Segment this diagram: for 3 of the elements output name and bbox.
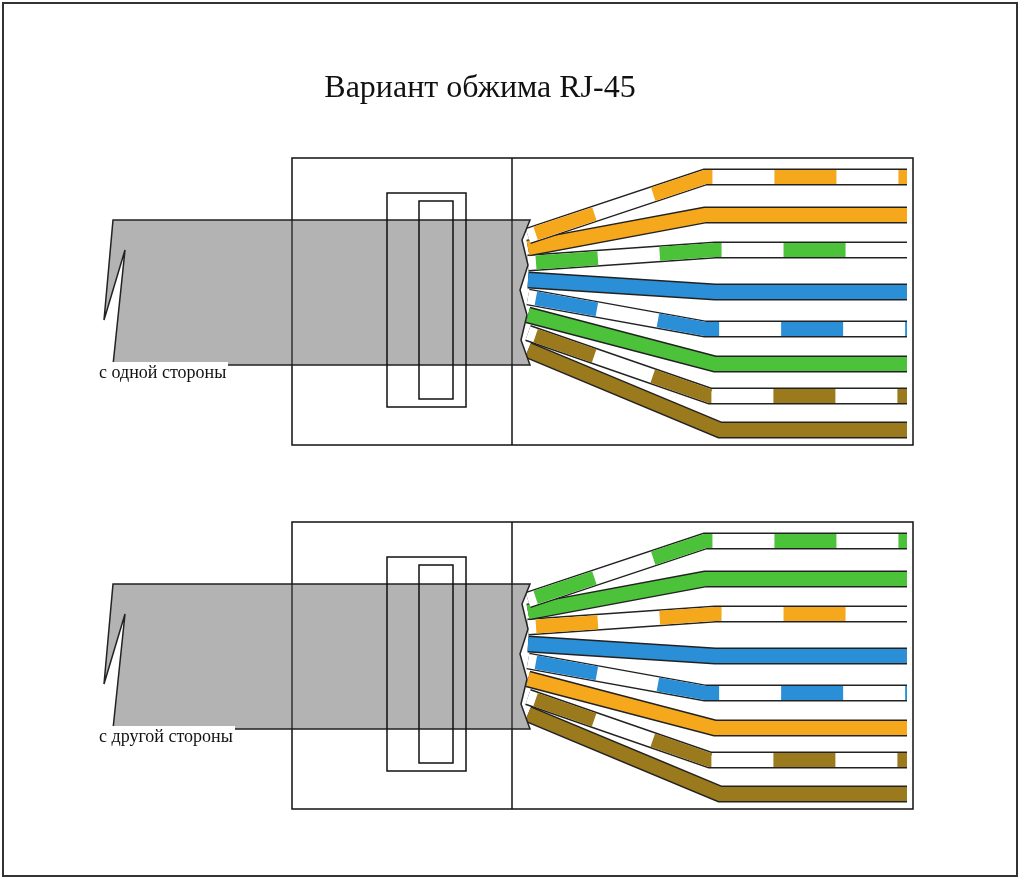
diagram-title: Вариант обжима RJ-45 [323, 68, 637, 105]
side-label: с другой стороны [97, 726, 235, 747]
side-label: с одной стороны [97, 362, 229, 383]
